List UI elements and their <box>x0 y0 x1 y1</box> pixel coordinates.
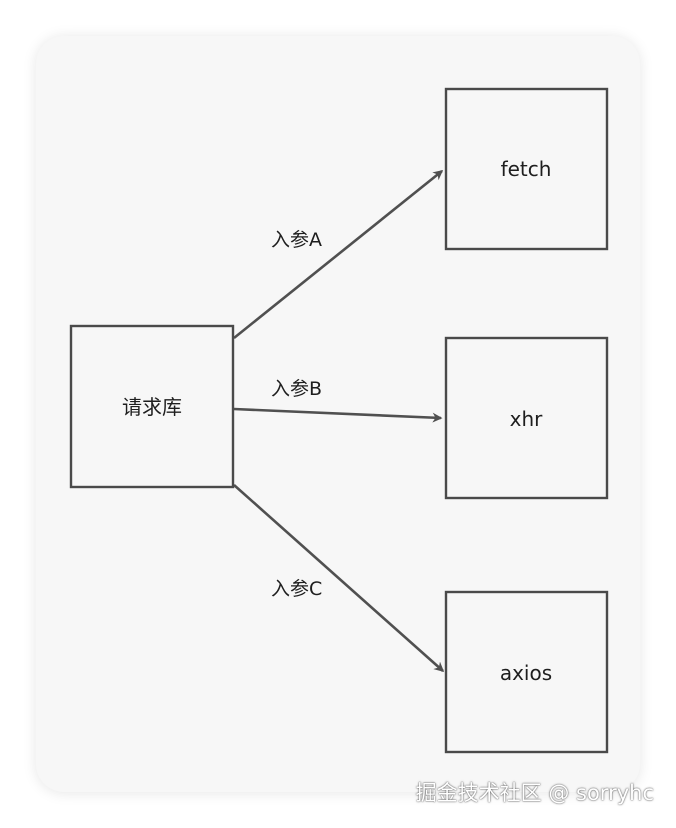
node-library: 请求库 <box>69 324 235 489</box>
edge-label-b: 入参B <box>271 378 322 400</box>
edge-to-xhr <box>233 407 443 423</box>
node-library-label: 请求库 <box>122 395 182 419</box>
node-fetch-label: fetch <box>501 157 552 181</box>
node-library-box <box>69 324 235 489</box>
node-axios-label: axios <box>500 661 552 685</box>
edge-label-c: 入参C <box>271 578 322 600</box>
node-xhr: xhr <box>444 336 609 500</box>
node-fetch-box <box>444 87 609 251</box>
watermark: 掘金技术社区 @ sorryhc <box>415 781 654 805</box>
edge-label-a: 入参A <box>271 229 322 251</box>
node-xhr-label: xhr <box>510 407 544 431</box>
node-xhr-box <box>444 336 609 500</box>
node-axios-box <box>444 590 609 754</box>
node-fetch: fetch <box>444 87 609 251</box>
edge-to-fetch <box>233 169 444 340</box>
node-axios: axios <box>444 590 609 754</box>
edge-to-axios <box>233 484 445 672</box>
